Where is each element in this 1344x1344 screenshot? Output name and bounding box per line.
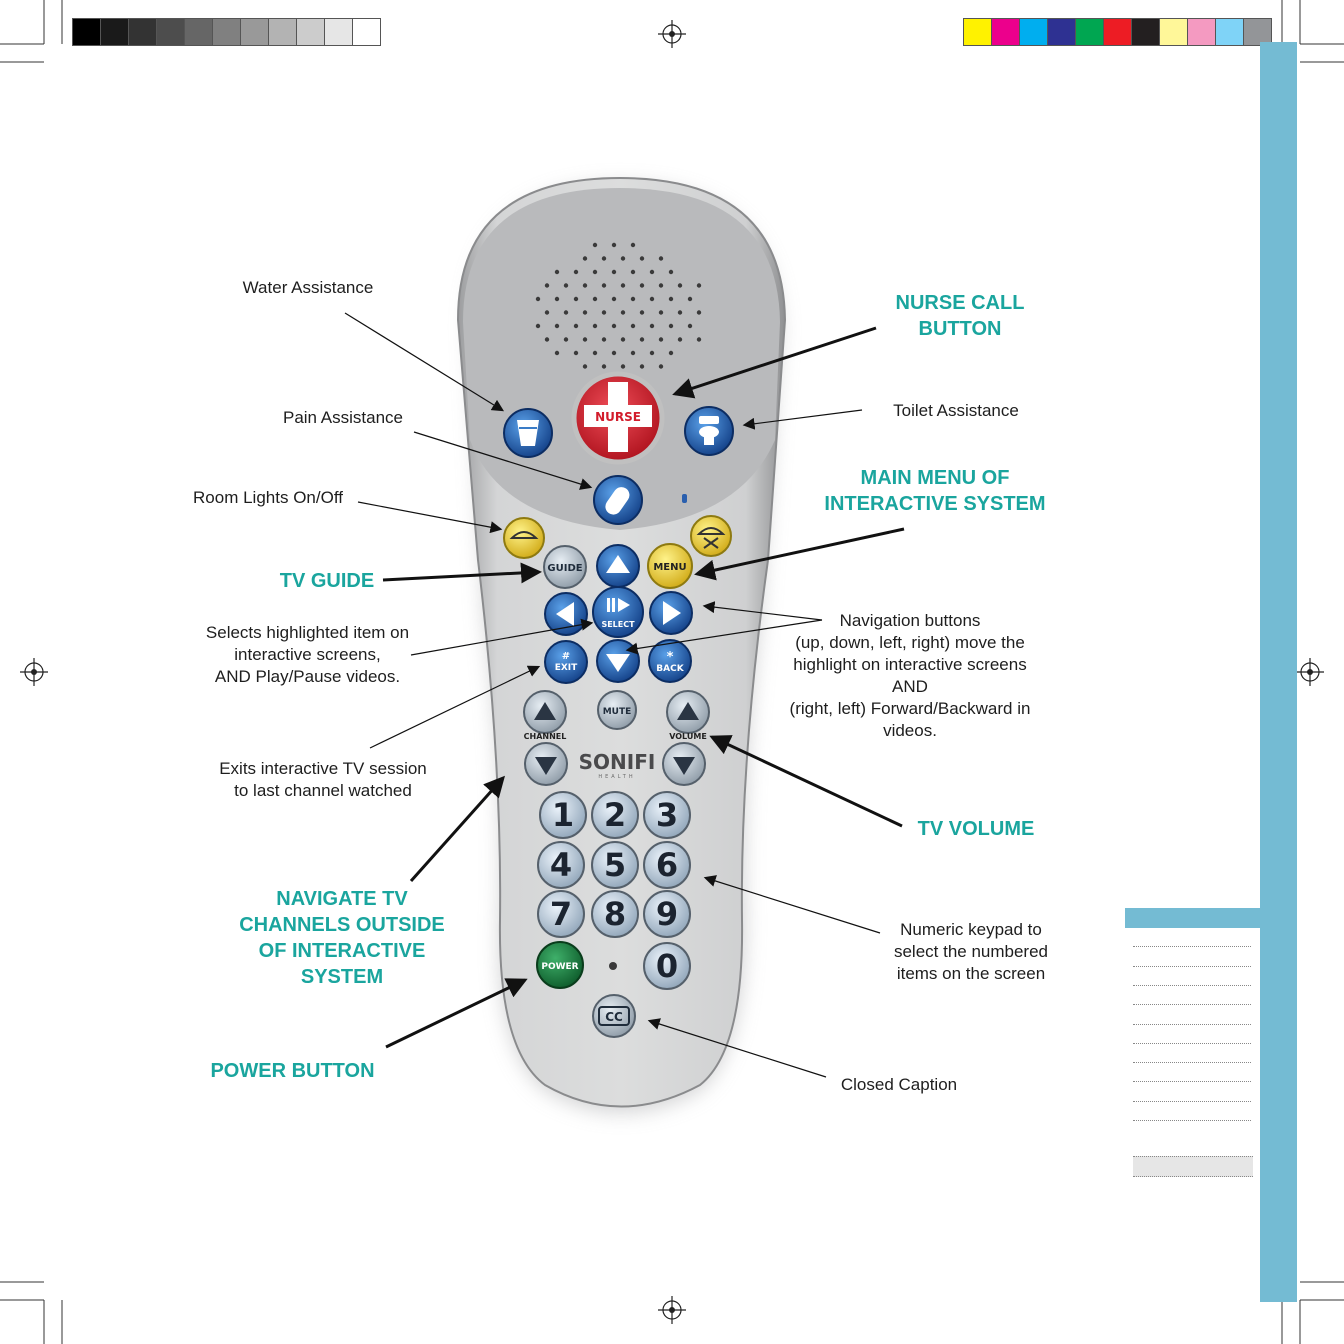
callout-numeric-keypad: Numeric keypad to select the numbered it… [866,919,1076,985]
callout-power-button: POWER BUTTON [190,1058,395,1084]
callout-closed-caption: Closed Caption [815,1074,983,1096]
callout-tv-guide: TV GUIDE [262,568,392,594]
callout-pain-assistance: Pain Assistance [255,407,431,429]
callout-water-assistance: Water Assistance [215,277,401,299]
callout-selects: Selects highlighted item on interactive … [180,622,435,688]
callout-nurse-call: NURSE CALL BUTTON [840,290,1080,342]
callout-tv-volume: TV VOLUME [896,816,1056,842]
callout-navigate-channels: NAVIGATE TV CHANNELS OUTSIDE OF INTERACT… [215,886,469,990]
callout-room-lights: Room Lights On/Off [172,487,364,509]
callout-toilet-assistance: Toilet Assistance [866,400,1046,422]
callout-navigation: Navigation buttons (up, down, left, righ… [765,610,1055,742]
callout-exits: Exits interactive TV session to last cha… [193,758,453,802]
callout-main-menu: MAIN MENU OF INTERACTIVE SYSTEM [800,465,1070,517]
